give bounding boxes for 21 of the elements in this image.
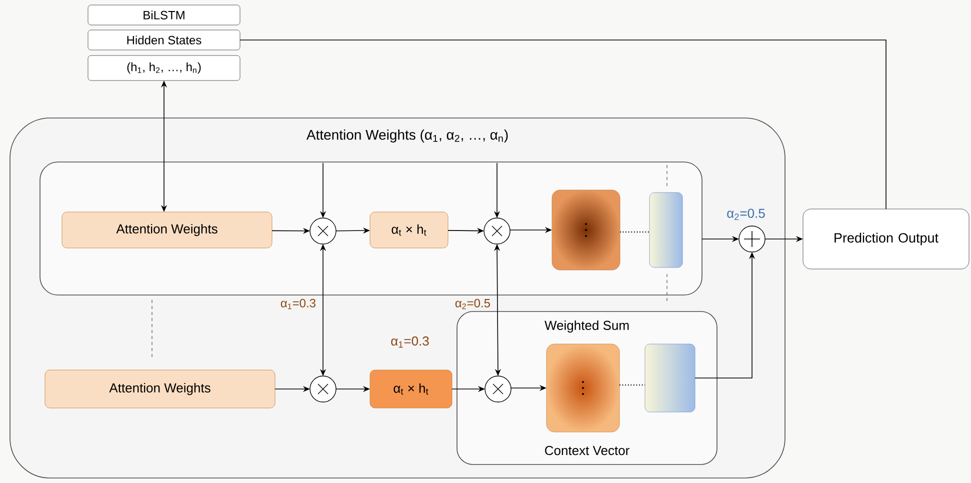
multiply-circle [484, 218, 510, 244]
label-box: Hidden States [88, 30, 240, 50]
connector-line [240, 40, 886, 210]
multiply-circle [484, 376, 512, 402]
process-box: α$_{t}$ × h$_{t}$ [370, 212, 448, 248]
dotted-line [620, 384, 645, 386]
label-box: BiLSTM [88, 4, 240, 26]
label-box: (h$_{1}$, h$_{2}$, …, h$_{n}$) [88, 55, 240, 81]
vector-block [546, 344, 620, 432]
vector-block [552, 190, 620, 270]
vector-block [649, 192, 683, 268]
vector-block [644, 344, 696, 412]
dotted-line [620, 231, 650, 233]
process-box: Attention Weights [62, 212, 272, 248]
process-box: α$_{t}$ × h$_{t}$ [370, 370, 452, 408]
output-box: Prediction Output [802, 208, 970, 270]
multiply-circle [310, 376, 336, 402]
process-box: Attention Weights [44, 370, 276, 408]
weight-label: α$_{1}$=0.3 [391, 336, 429, 348]
multiply-circle [310, 218, 336, 244]
node-label: α$_{2}$=0.5 [727, 208, 765, 220]
